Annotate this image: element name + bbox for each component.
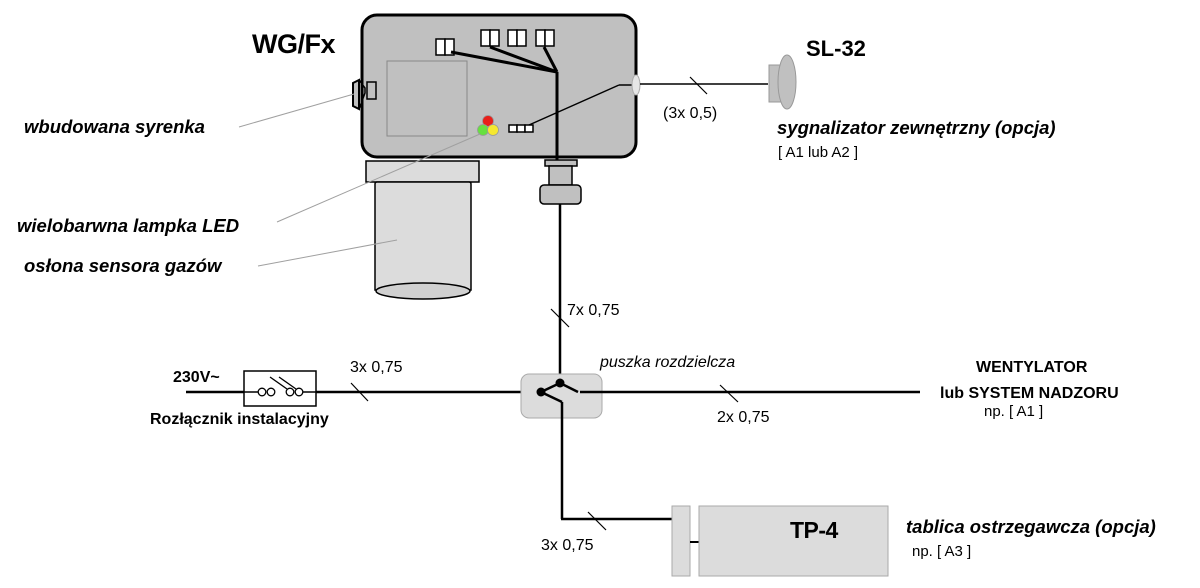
signaller-description: sygnalizator zewnętrzny (opcja): [777, 117, 1056, 138]
terminal-blocks: [435, 29, 555, 56]
callout-sensor-cover: osłona sensora gazów: [24, 255, 222, 276]
voltage-label: 230V~: [173, 369, 220, 386]
warning-panel-outputs: np. [ A3 ]: [912, 543, 972, 560]
led-icon: [477, 115, 499, 136]
sensor-cover: [374, 181, 472, 291]
signaller-name: SL-32: [806, 36, 866, 61]
callout-siren: wbudowana syrenka: [24, 116, 205, 137]
sensor-cover-bottom: [375, 282, 471, 300]
callout-leaders: [238, 93, 481, 267]
device-name: WG/Fx: [252, 29, 336, 59]
junction-node: [555, 378, 565, 388]
warning-panel-name: TP-4: [790, 517, 838, 543]
cable-tick: [689, 76, 708, 95]
signaller-terminal: [508, 124, 534, 133]
internal-wiring: [450, 45, 559, 160]
warning-panel-bracket: [671, 505, 691, 577]
junction-box-label: puszka rozdzielcza: [600, 354, 736, 371]
callout-led: wielobarwna lampka LED: [17, 215, 240, 236]
cable-gland: [539, 159, 582, 205]
switch-label: Rozłącznik instalacyjny: [150, 411, 329, 428]
siren-icon: [352, 78, 377, 111]
fan-line1: WENTYLATOR: [976, 359, 1088, 376]
signaller-internal-wire: [528, 84, 620, 126]
main-cable-label: 7x 0,75: [567, 302, 620, 319]
signaller-icon: [768, 54, 797, 110]
cable-grommet-right: [631, 74, 641, 96]
cable-tick: [719, 384, 739, 403]
signaller-cable-label: (3x 0,5): [663, 105, 718, 122]
fan-outputs: np. [ A1 ]: [984, 403, 1044, 420]
power-cable-label: 3x 0,75: [350, 359, 403, 376]
fan-line2: lub SYSTEM NADZORU: [940, 385, 1119, 402]
signaller-outputs: [ A1 lub A2 ]: [778, 144, 859, 161]
switch-icon: [243, 370, 317, 407]
cable-tick: [550, 308, 570, 328]
panel-cable-label: 3x 0,75: [541, 537, 594, 554]
sensor-cover-collar: [365, 160, 480, 183]
cable-tick: [350, 382, 369, 402]
warning-panel: [698, 505, 889, 577]
warning-panel-description: tablica ostrzegawcza (opcja): [906, 516, 1156, 537]
fan-cable-label: 2x 0,75: [717, 409, 770, 426]
cable-tick: [587, 511, 607, 531]
device-display-panel: [386, 60, 468, 137]
junction-node: [536, 387, 546, 397]
